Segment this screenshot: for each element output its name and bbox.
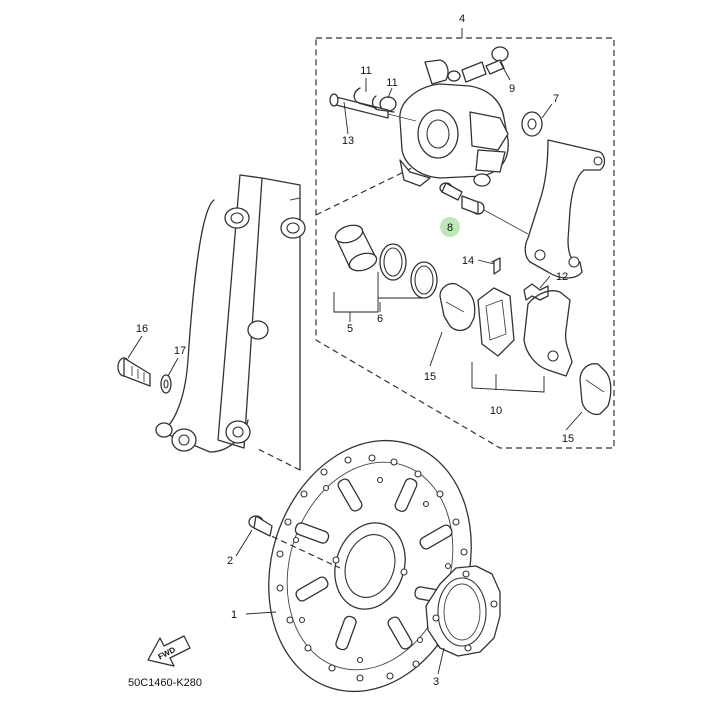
disc-bolt-2 <box>248 515 273 537</box>
catalog-code: 50C1460-K280 <box>128 677 202 689</box>
clip-11a <box>353 87 377 109</box>
callout-8: 8 <box>447 222 453 234</box>
fwd-arrow-icon: FWD <box>147 635 191 667</box>
boot-7 <box>521 103 553 137</box>
callout-8-highlight <box>440 217 460 237</box>
callout-13: 13 <box>342 135 354 147</box>
seal-6a <box>379 243 407 281</box>
callout-5: 5 <box>347 323 353 335</box>
caliper-bracket <box>524 139 606 279</box>
brake-disc-1 <box>253 439 472 693</box>
callout-3: 3 <box>433 676 439 688</box>
bleed-screw-9 <box>447 46 509 83</box>
piston-5 <box>334 224 378 272</box>
callout-11a: 11 <box>360 65 371 77</box>
callout-11b: 11 <box>386 77 397 89</box>
pad-clip-14 <box>491 257 501 275</box>
seal-6b <box>410 261 438 299</box>
pad-shim-15b <box>579 363 612 416</box>
mount-bolt-16 <box>117 357 151 387</box>
callout-9: 9 <box>509 83 515 95</box>
disc-hub-3 <box>425 565 501 657</box>
callout-labels: 1 2 3 4 5 6 7 8 9 10 11 11 12 13 14 15 1… <box>136 13 574 688</box>
washer-17 <box>160 374 172 394</box>
brake-pad-10a <box>477 287 515 357</box>
brake-pad-10b <box>523 290 573 377</box>
callout-14: 14 <box>462 255 474 267</box>
slide-pin-8 <box>439 182 529 235</box>
callout-6: 6 <box>377 313 383 325</box>
caliper-assembly-boundary <box>315 28 615 449</box>
callout-12: 12 <box>556 271 568 283</box>
pad-shim-15a <box>439 282 476 332</box>
fork-leg <box>155 174 306 471</box>
callout-1: 1 <box>231 609 237 621</box>
callout-10: 10 <box>490 405 502 417</box>
clip-11b <box>371 95 395 113</box>
pad-spring-12 <box>523 283 549 301</box>
callout-15a: 15 <box>424 371 436 383</box>
callout-7: 7 <box>553 93 559 105</box>
pad-pin-13 <box>329 93 417 122</box>
callout-4: 4 <box>459 13 465 25</box>
caliper-body <box>379 59 509 187</box>
callout-17: 17 <box>174 345 186 357</box>
callout-16: 16 <box>136 323 148 335</box>
leader-lines <box>127 61 583 675</box>
callout-15b: 15 <box>562 433 574 445</box>
callout-2: 2 <box>227 555 233 567</box>
